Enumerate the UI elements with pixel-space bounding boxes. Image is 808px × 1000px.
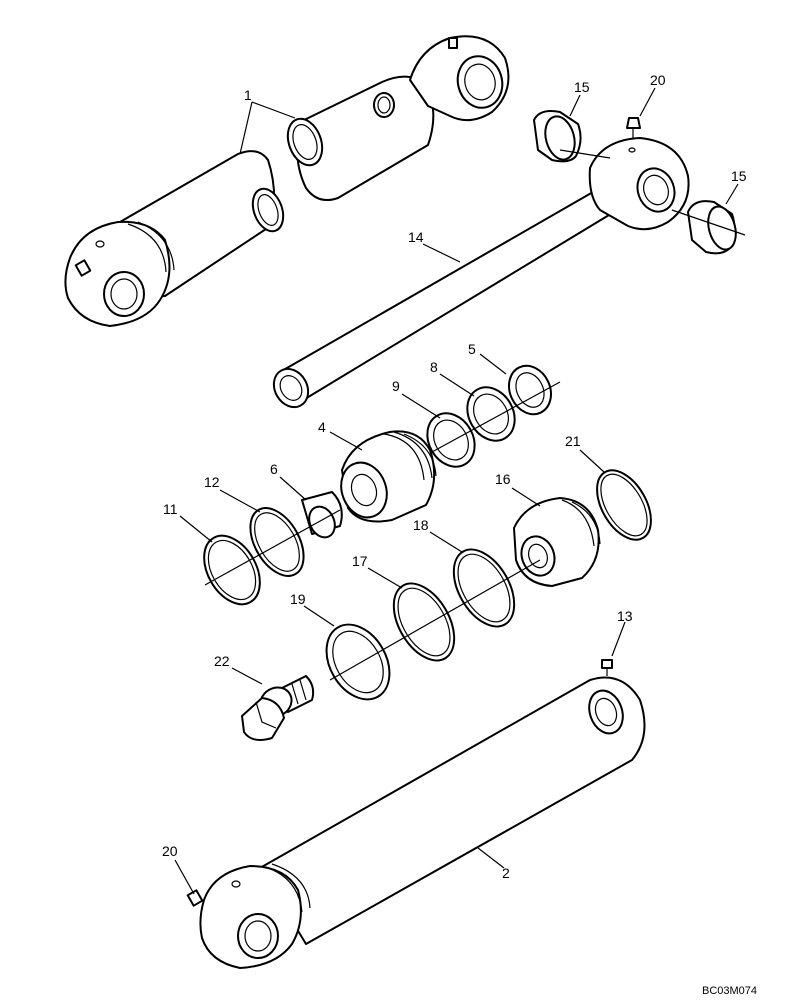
wear-ring-19 [325,623,391,701]
fitting-13 [601,659,613,676]
seal-9 [426,412,476,468]
bushing-upper [533,110,611,163]
ring-12 [249,507,305,577]
callout-5: 5 [468,341,476,357]
callout-9: 9 [392,378,400,394]
callout-2: 2 [502,865,510,881]
callout-1: 1 [244,87,252,103]
callout-15-upper: 15 [574,79,590,95]
callout-18: 18 [413,517,429,533]
callout-22: 22 [214,653,230,669]
gland-4 [340,430,437,523]
ring-5 [508,364,552,416]
callout-13: 13 [617,608,633,624]
callout-14: 14 [408,229,424,245]
callout-12: 12 [204,474,220,490]
callout-11: 11 [163,501,178,517]
callout-15-lower: 15 [731,168,747,184]
callout-6: 6 [270,461,278,477]
leader-lines [174,87,739,895]
cylinder-barrel-upper [64,35,510,327]
seal-8 [466,386,516,442]
callout-17: 17 [352,553,368,569]
piston-rod [272,137,690,409]
ring-17 [392,582,456,662]
callout-8: 8 [430,359,438,375]
callout-20-upper: 20 [650,72,666,88]
callout-19: 19 [290,591,306,607]
callout-16: 16 [495,471,511,487]
grease-fitting-upper [626,117,641,138]
callout-20-lower: 20 [162,843,178,859]
callout-4: 4 [318,419,326,435]
ring-21 [596,469,652,541]
piston-16 [513,497,601,587]
callout-labels: 1 2 4 5 6 8 9 11 12 13 14 15 15 16 17 18… [162,72,747,881]
callout-21: 21 [565,433,581,449]
cylinder-barrel-lower [186,676,646,969]
drawing-code: BC03M074 [702,985,757,997]
bushing-6 [301,491,343,539]
bushing-lower [671,200,746,255]
bolt-22 [241,675,315,741]
ring-18 [452,548,516,628]
